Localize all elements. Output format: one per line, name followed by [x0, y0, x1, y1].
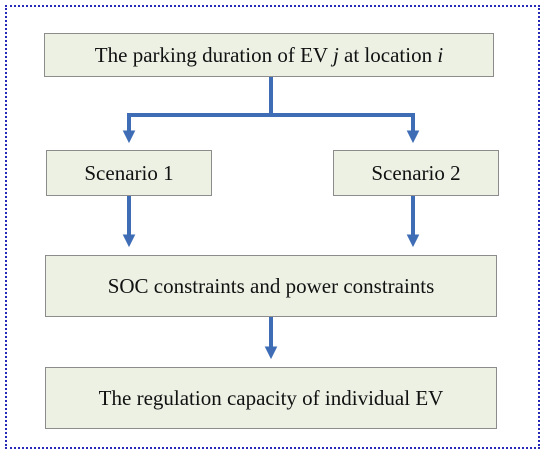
parking-duration-box: The parking duration of EV j at location… — [44, 33, 494, 77]
scenario-2-label: Scenario 2 — [371, 160, 461, 185]
regulation-capacity-label: The regulation capacity of individual EV — [98, 385, 444, 410]
constraints-box: SOC constraints and power constraints — [45, 255, 497, 317]
scenario-1-label: Scenario 1 — [84, 160, 174, 185]
parking-duration-var-i: i — [437, 42, 444, 67]
parking-duration-prefix: The parking duration of EV — [94, 42, 333, 67]
regulation-capacity-box: The regulation capacity of individual EV — [45, 367, 497, 429]
constraints-label: SOC constraints and power constraints — [107, 273, 435, 298]
diagram-frame — [5, 5, 540, 449]
scenario-1-box: Scenario 1 — [46, 150, 212, 196]
parking-duration-var-j: j — [332, 42, 339, 67]
parking-duration-middle: at location — [338, 42, 438, 67]
scenario-2-box: Scenario 2 — [333, 150, 499, 196]
